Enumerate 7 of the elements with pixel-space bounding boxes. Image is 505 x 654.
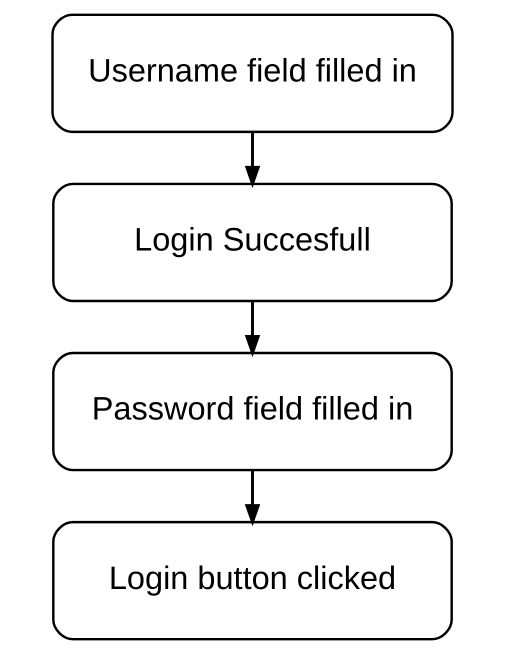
arrow bbox=[244, 301, 260, 358]
arrow bbox=[244, 470, 260, 526]
node-box: Login button clicked bbox=[52, 520, 453, 640]
arrow bbox=[244, 132, 260, 188]
node-box: Username field filled in bbox=[51, 14, 454, 134]
node-box: Login Succesfull bbox=[52, 182, 453, 302]
node-box: Password field filled in bbox=[52, 352, 453, 472]
